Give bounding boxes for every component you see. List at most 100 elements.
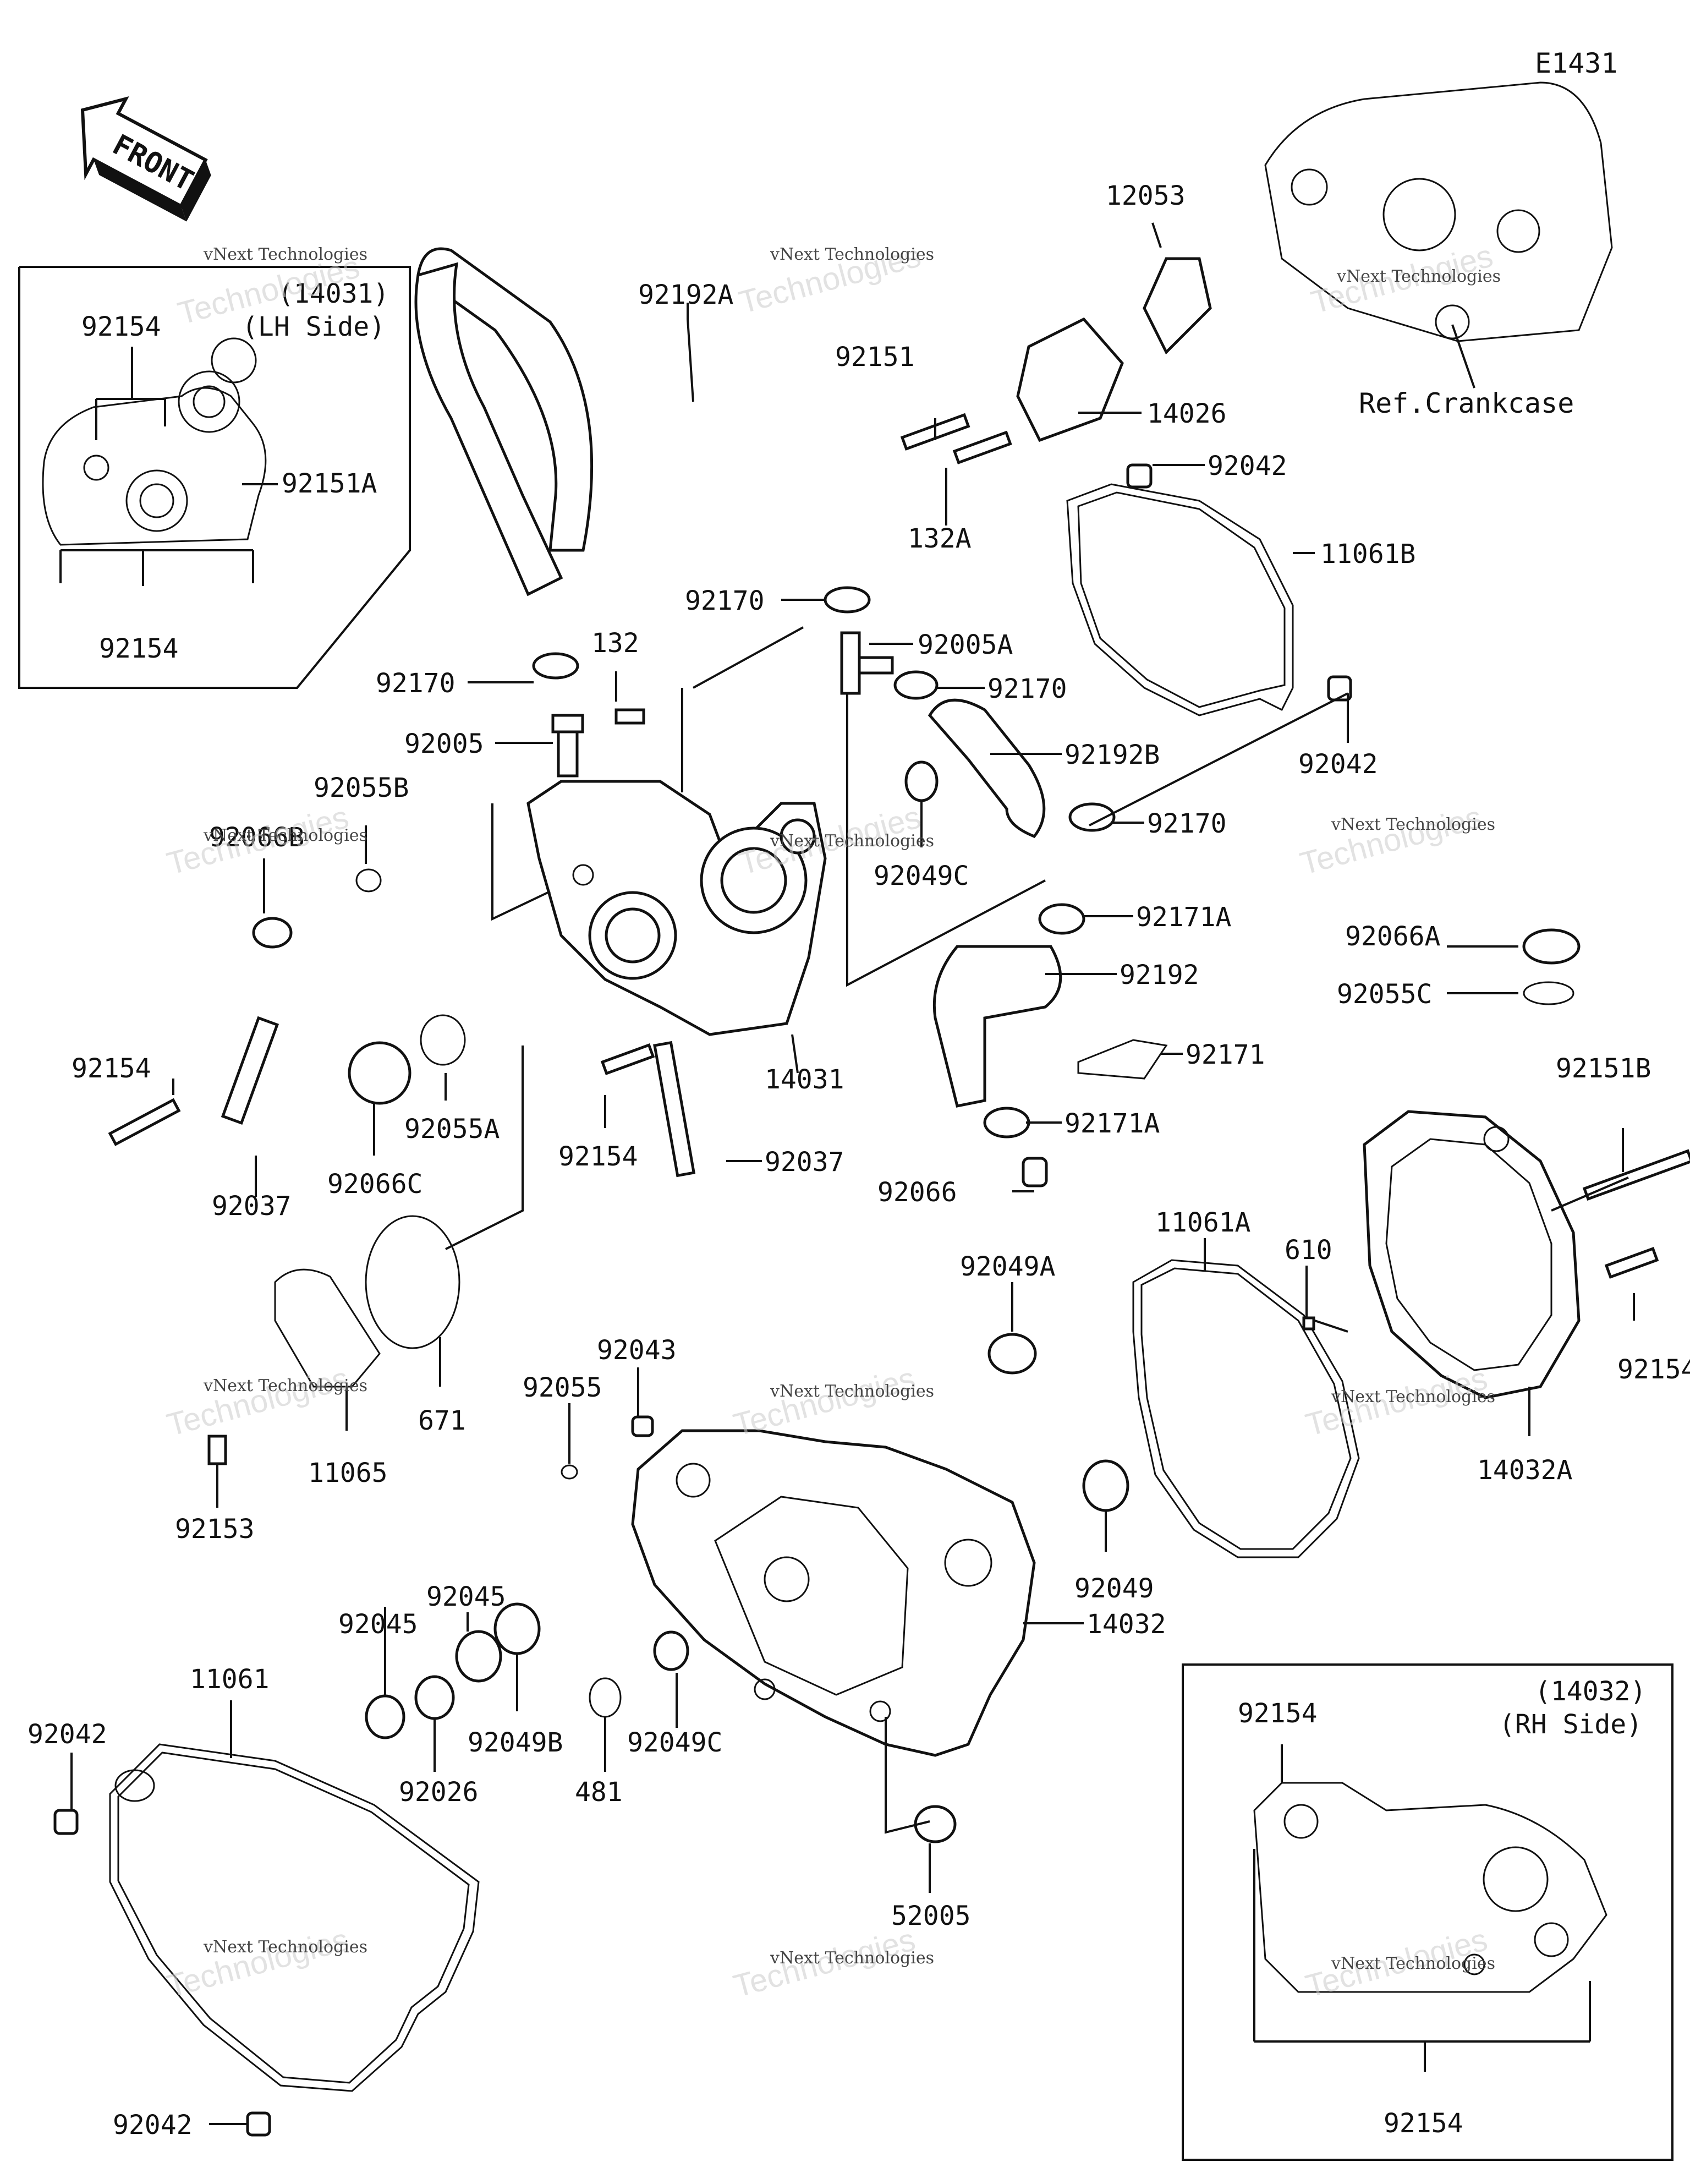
watermark-10: vNext Technologies [203,1937,367,1957]
clutch-cover-14031 [526,780,827,1036]
hose-92192 [932,945,1062,1108]
label-92042-bottom-left: 92042 [28,1719,107,1750]
label-92055C: 92055C [1337,979,1432,1010]
watermark-big-10: Technologies [163,1922,353,2004]
label-92055B: 92055B [314,773,409,803]
label-92153: 92153 [175,1514,255,1545]
hose-92192A-lower [414,262,563,596]
crankcase-reference: Ref.Crankcase [1264,81,1613,419]
rh-label-92154-top: 92154 [1238,1698,1318,1729]
label-610: 610 [1285,1235,1332,1266]
label-132A: 132A [908,523,972,554]
ref-crankcase-label: Ref.Crankcase [1359,387,1574,419]
label-92151: 92151 [835,342,915,373]
leader-lines [70,222,1635,2125]
label-92170-c: 92170 [376,668,456,699]
watermark-4: vNext Technologies [203,826,367,845]
label-92151B: 92151B [1556,1053,1651,1084]
watermarks: Technologies vNext Technologies Technolo… [163,238,1501,2004]
label-14031: 14031 [765,1064,844,1095]
watermark-12: vNext Technologies [1331,1954,1495,1973]
label-92045-b: 92045 [338,1609,418,1640]
label-92066: 92066 [877,1177,957,1208]
label-92049: 92049 [1074,1573,1154,1604]
label-92170-a: 92170 [685,585,765,616]
rh-side-inset: (14032) (RH Side) 92154 92154 [1182,1663,1673,2161]
label-92049C-top: 92049C [874,861,969,891]
label-92171A-bot: 92171A [1065,1108,1160,1139]
rh-label-92154-bot: 92154 [1384,2108,1463,2139]
hose-92192B [928,698,1046,839]
watermark-1: vNext Technologies [203,245,367,264]
part-labels: 12053 92192A 92151 14026 92042 132A 1106… [28,180,1690,2141]
label-92049C-bot: 92049C [627,1727,722,1758]
clutch-cover-14032A [1363,1110,1581,1399]
gasket-11061A [1132,1259,1360,1558]
label-92043: 92043 [597,1335,677,1366]
label-92042-bottom: 92042 [113,2110,193,2141]
label-11061B: 11061B [1320,539,1415,570]
lh-label-92151A: 92151A [282,468,377,499]
diagram-code: E1431 [1535,47,1618,79]
label-14026: 14026 [1147,398,1227,429]
label-92154-mid: 92154 [558,1141,638,1172]
label-92170-d: 92170 [1147,808,1227,839]
label-92045-a: 92045 [426,1581,506,1612]
rh-box-side: (RH Side) [1499,1709,1642,1740]
label-92005: 92005 [404,729,484,759]
label-92049A: 92049A [960,1251,1055,1282]
label-132: 132 [591,628,639,659]
label-92066C: 92066C [327,1169,422,1200]
label-481: 481 [575,1777,623,1808]
label-671: 671 [418,1405,466,1436]
label-14032A: 14032A [1477,1455,1572,1486]
rh-box-part: (14032) [1535,1676,1646,1707]
lh-side-inset: (14031) (LH Side) 92154 92151A 92154 [18,266,411,689]
watermark-8: vNext Technologies [770,1382,934,1401]
label-92170-b: 92170 [987,674,1067,704]
label-92171: 92171 [1186,1039,1265,1070]
label-92049B: 92049B [468,1727,563,1758]
label-92037-right: 92037 [765,1147,844,1178]
watermark-2: vNext Technologies [770,245,934,264]
front-arrow-icon: FRONT [80,96,211,222]
hose-92192A [416,247,594,552]
gasket-11061 [109,1743,480,2092]
lh-box-side: (LH Side) [242,311,385,342]
label-92066B: 92066B [209,822,304,853]
label-14032: 14032 [1087,1609,1166,1640]
lh-label-92154-top: 92154 [81,311,161,342]
watermark-3: vNext Technologies [1336,267,1501,286]
label-92026: 92026 [399,1777,479,1808]
label-92005A: 92005A [918,630,1013,660]
watermark-5: vNext Technologies [770,831,934,851]
watermark-9: vNext Technologies [1331,1387,1495,1406]
watermark-6: vNext Technologies [1331,815,1495,834]
watermark-big-7: Technologies [163,1360,353,1443]
watermark-big-8: Technologies [730,1360,919,1443]
label-92171A-top: 92171A [1136,902,1231,933]
label-92066A: 92066A [1345,921,1440,952]
watermark-big-6: Technologies [1297,799,1486,882]
gasket-11061B [1066,483,1294,716]
label-92055A: 92055A [404,1114,500,1145]
label-92154-left: 92154 [72,1053,151,1084]
label-52005: 52005 [891,1901,971,1931]
label-12053: 12053 [1106,180,1186,211]
label-92037-left: 92037 [212,1191,292,1222]
label-11061: 11061 [190,1664,270,1695]
lh-label-92154-bot: 92154 [99,633,179,664]
small-parts [53,257,1690,2137]
label-11065: 11065 [308,1458,388,1488]
label-92192B: 92192B [1065,740,1160,770]
label-92042-top: 92042 [1208,451,1287,481]
crankcase-cover-14032 [631,1429,1036,1757]
watermark-7: vNext Technologies [203,1376,367,1395]
label-92192: 92192 [1120,960,1199,990]
watermark-11: vNext Technologies [770,1948,934,1968]
label-92042-mid: 92042 [1298,749,1378,780]
lh-box-part: (14031) [278,278,389,309]
label-92055: 92055 [523,1372,602,1403]
label-92154-right: 92154 [1617,1354,1690,1385]
